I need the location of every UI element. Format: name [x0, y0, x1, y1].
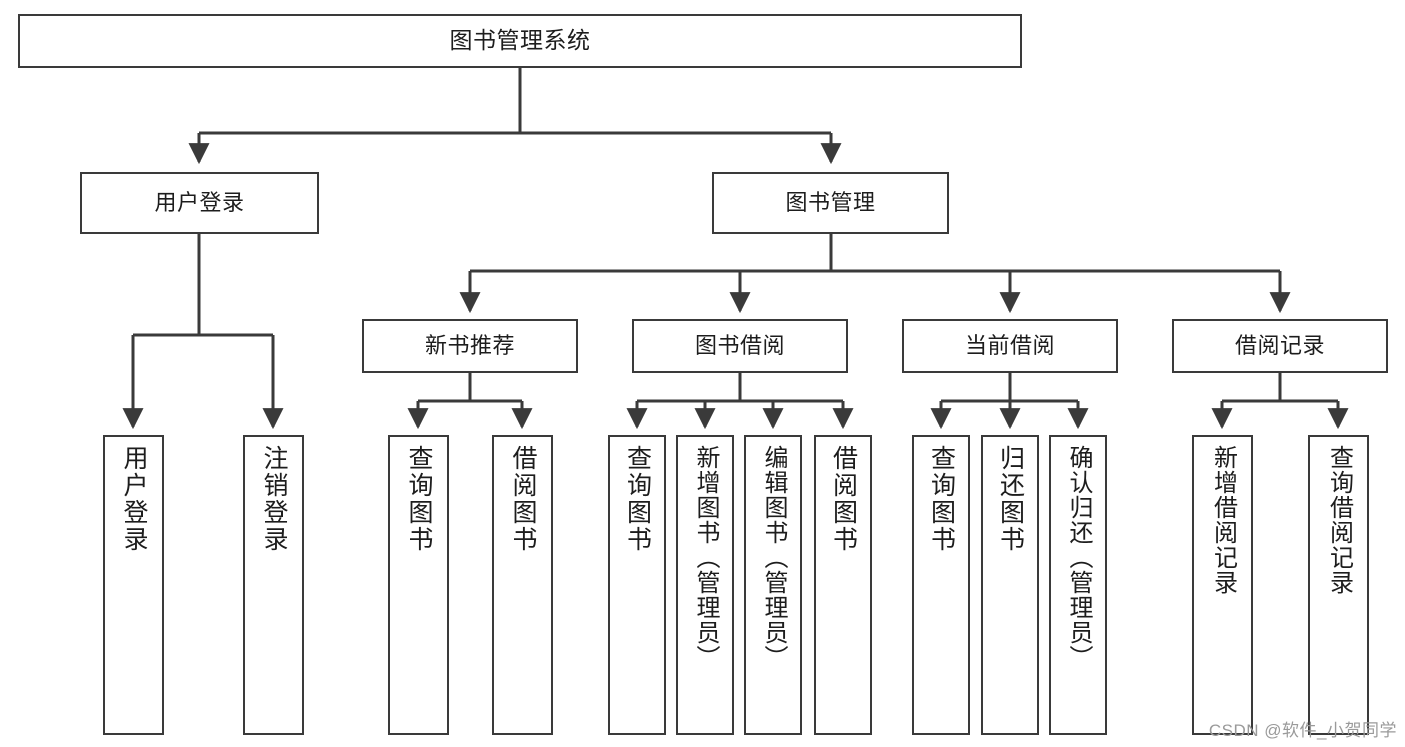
node-book-management[interactable]: 图书管理 [712, 172, 949, 234]
node-label: 借阅记录 [1234, 333, 1325, 359]
watermark-text: CSDN @软件_小贺同学 [1208, 721, 1397, 740]
node-label: 新增图书（管理员） [692, 445, 719, 670]
leaf-current-borrow-confirm-return[interactable]: 确认归还（管理员） [1049, 435, 1107, 735]
leaf-book-borrow-add[interactable]: 新增图书（管理员） [676, 435, 734, 735]
node-label: 新增借阅记录 [1209, 445, 1237, 595]
leaf-book-borrow-query[interactable]: 查询图书 [608, 435, 666, 735]
leaf-user-login-signin[interactable]: 用户登录 [103, 435, 164, 735]
node-label: 图书管理系统 [449, 27, 591, 54]
node-label: 借阅图书 [829, 445, 858, 553]
node-label: 用户登录 [154, 190, 245, 216]
node-label: 当前借阅 [964, 333, 1055, 359]
node-label: 确认归还（管理员） [1065, 445, 1092, 670]
leaf-record-query[interactable]: 查询借阅记录 [1308, 435, 1369, 735]
node-label: 查询图书 [623, 445, 652, 553]
node-label: 图书借阅 [694, 333, 785, 359]
leaf-record-add[interactable]: 新增借阅记录 [1192, 435, 1253, 735]
leaf-book-borrow-edit[interactable]: 编辑图书（管理员） [744, 435, 802, 735]
node-label: 图书管理 [785, 190, 876, 216]
node-label: 编辑图书（管理员） [760, 445, 787, 670]
leaf-current-borrow-query[interactable]: 查询图书 [912, 435, 970, 735]
node-label: 新书推荐 [424, 333, 515, 359]
node-label: 查询借阅记录 [1325, 445, 1353, 595]
node-label: 注销登录 [260, 445, 288, 553]
node-label: 用户登录 [120, 445, 148, 553]
leaf-new-book-query[interactable]: 查询图书 [388, 435, 449, 735]
leaf-book-borrow-lend[interactable]: 借阅图书 [814, 435, 872, 735]
node-user-login[interactable]: 用户登录 [80, 172, 319, 234]
node-current-borrow[interactable]: 当前借阅 [902, 319, 1118, 373]
node-book-borrow[interactable]: 图书借阅 [632, 319, 848, 373]
node-label: 归还图书 [996, 445, 1025, 553]
leaf-user-login-signout[interactable]: 注销登录 [243, 435, 304, 735]
node-label: 查询图书 [927, 445, 956, 553]
node-label: 借阅图书 [509, 445, 537, 553]
leaf-current-borrow-return[interactable]: 归还图书 [981, 435, 1039, 735]
leaf-new-book-borrow[interactable]: 借阅图书 [492, 435, 553, 735]
node-root-system[interactable]: 图书管理系统 [18, 14, 1022, 68]
node-new-book-recommend[interactable]: 新书推荐 [362, 319, 578, 373]
node-label: 查询图书 [405, 445, 433, 553]
node-borrow-records[interactable]: 借阅记录 [1172, 319, 1388, 373]
